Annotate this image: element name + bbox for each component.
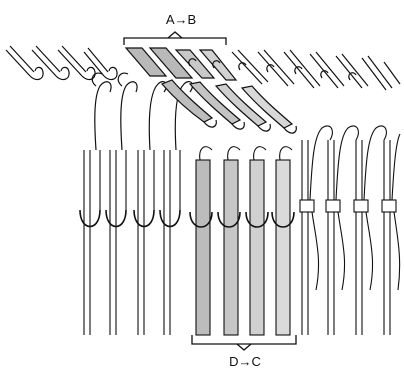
- front-needles-shaded: [190, 147, 294, 335]
- front-needles-right: [300, 126, 400, 335]
- label-d-to-c: D→C: [229, 354, 261, 369]
- front-needles-left: [80, 150, 180, 335]
- label-a-to-b: A→B: [166, 12, 196, 27]
- bracket-d-c: D→C: [192, 335, 296, 369]
- back-bed-needles: [6, 46, 400, 90]
- transfer-needles: [95, 80, 297, 150]
- bracket-a-b: A→B: [124, 12, 226, 45]
